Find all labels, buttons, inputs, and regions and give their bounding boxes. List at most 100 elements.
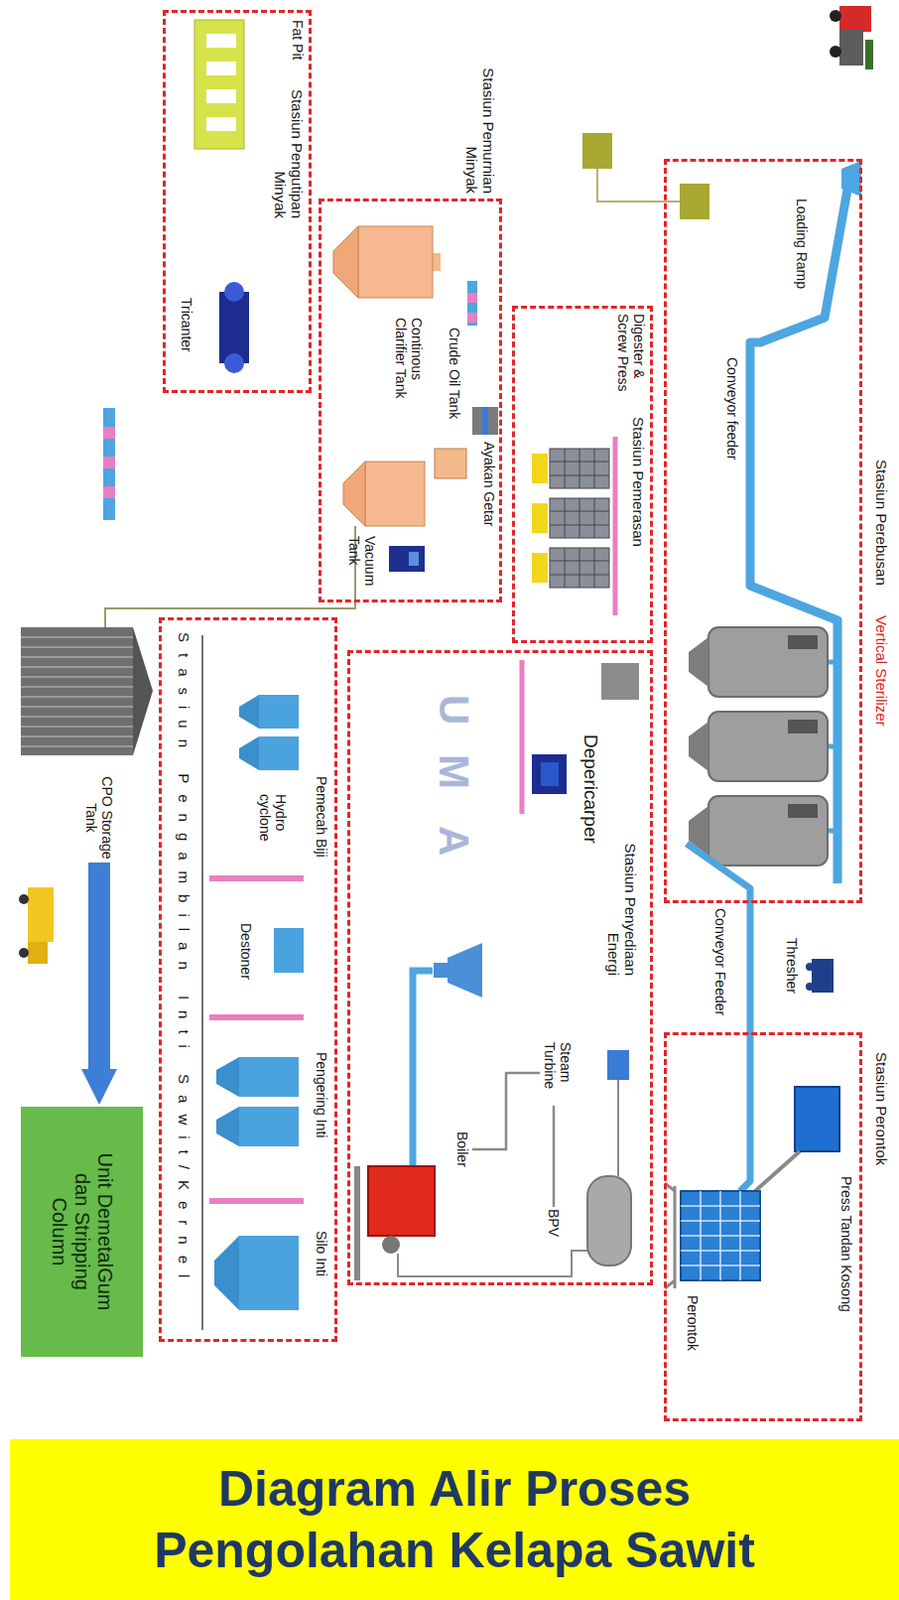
watermark-letter: M: [429, 754, 478, 789]
equipment-label: Depericarper: [579, 734, 602, 844]
station-heading: Stasiun Penyediaan Energi: [605, 826, 641, 976]
illustration-part: [839, 5, 872, 32]
steam-pipe: [472, 1072, 540, 1150]
digester-press-units: [531, 448, 610, 588]
label-layer: UM A: [0, 0, 899, 1429]
illustration-part: [239, 1056, 299, 1097]
illustration-part: [239, 1235, 299, 1310]
equipment-name: Conveyor feeder: [724, 357, 741, 461]
pink-blue-conveyor: [467, 312, 478, 323]
equipment-name: Loading Ramp: [793, 198, 810, 289]
illustration-part: [343, 461, 366, 526]
equipment-name: Ayakan Getar: [481, 441, 498, 526]
illustration-part: [20, 637, 133, 747]
sterilizer-vessels: [688, 627, 834, 866]
boiler-burner: [382, 1235, 400, 1254]
illustration-part: [27, 941, 48, 964]
equipment-name: Crude Oil Tank: [446, 327, 463, 419]
boiler-base: [354, 1165, 361, 1281]
thresher-drum: [664, 1182, 761, 1288]
empty-bunch-conveyor: [755, 1151, 800, 1191]
clarifier-tank: [333, 226, 441, 298]
illustration-part: [708, 795, 828, 866]
equipment-label: Silo Inti: [313, 1230, 330, 1277]
illustration-part: [680, 1190, 761, 1281]
equipment-name: Thresher: [783, 937, 800, 994]
illustration-part: [708, 711, 828, 781]
illustration-part: [531, 503, 548, 533]
tanker-truck: [18, 887, 54, 964]
illustration-part: [103, 486, 116, 499]
equipment-label: Boiler: [454, 1131, 471, 1167]
station-region: Stasiun Pemurnian MinyakAyakan GetarCrud…: [318, 198, 503, 603]
equipment-label: Crude Oil Tank: [446, 327, 463, 419]
olive-unit: [679, 183, 710, 220]
boiler-icon: [368, 1165, 435, 1236]
equipment-name: Boiler: [454, 1131, 471, 1167]
equipment-label: Pengering Inti: [313, 1051, 330, 1138]
illustration-part: [18, 894, 29, 904]
equipment-label: CPO Storage Tank: [83, 774, 116, 861]
illustration-part: [103, 456, 116, 469]
illustration-part: [258, 736, 299, 771]
illustration-part: [258, 694, 299, 729]
illustration-part: [103, 426, 116, 439]
watermark-holder: A: [429, 825, 478, 856]
illustration-part: [829, 45, 842, 58]
illustration-part: [549, 498, 610, 538]
pink-conveyor: [519, 659, 525, 814]
equipment-name: Vacuum Tank: [346, 535, 379, 594]
steam-pipe: [617, 1079, 620, 1176]
illustration-part: [531, 552, 548, 583]
depericarper-unit: [540, 762, 559, 786]
illustration-part: [206, 117, 237, 131]
watermark-letter: A: [429, 825, 478, 856]
station-region: Stasiun Penyediaan EnergiDepericarperSte…: [347, 649, 653, 1285]
box-label: Unit DemetalGum dan Stripping Column: [47, 1144, 117, 1319]
equipment-name: Depericarper: [579, 734, 602, 844]
illustration-part: [549, 448, 610, 489]
crude-oil-tank: [434, 448, 467, 479]
steam-pipe: [552, 1105, 556, 1207]
equipment-label: Vacuum Tank: [346, 535, 379, 594]
illustration-part: [206, 89, 237, 104]
pink-conveyor: [613, 436, 619, 616]
illustration-part: [787, 719, 818, 734]
watermark-letter: U: [429, 694, 478, 725]
depericarper-unit: [531, 754, 567, 794]
illustration-part: [688, 721, 709, 771]
pink-blue-conveyor: [467, 280, 478, 326]
equipment-label: Steam Turbine: [541, 1041, 574, 1104]
illustration-part: [865, 39, 874, 70]
illustration-part: [432, 253, 441, 271]
equipment-label: Pemecah Biji: [313, 775, 330, 858]
station-heading: Stasiun Pemurnian Minyak: [463, 54, 499, 194]
base-line: [201, 635, 204, 1330]
watermark-holder: M: [429, 754, 478, 789]
illustration-part: [365, 461, 425, 526]
truck-icon: [829, 5, 874, 70]
illustration-part: [20, 627, 133, 756]
equipment-name: Vertical Sterilizer: [873, 615, 891, 727]
illustration-part: [18, 947, 29, 958]
equipment-name: Silo Inti: [313, 1230, 330, 1277]
equipment-label: Ayakan Getar: [481, 441, 498, 526]
destoner-unit: [273, 927, 304, 973]
station-heading: Stasiun Pemerasan: [630, 416, 647, 547]
equipment-label: Hydro cyclone: [256, 793, 289, 854]
pink-conveyor: [209, 878, 304, 1201]
equipment-name: Perontok: [684, 1294, 701, 1351]
equipment-label: Continous Clarifier Tank: [392, 317, 425, 417]
illustration-part: [787, 803, 818, 818]
station-region: Stasiun PemerasanDigester & Screw Press: [512, 305, 653, 643]
illustration-part: [549, 498, 610, 538]
illustration-part: [358, 226, 433, 298]
illustration-part: [224, 353, 245, 374]
process-box: Unit DemetalGum dan Stripping Column: [20, 1106, 143, 1357]
pink-blue-conveyor: [467, 292, 478, 303]
illustration-part: [549, 547, 610, 588]
kernel-dryer: [216, 1056, 299, 1147]
fuel-hopper: [433, 962, 448, 978]
illustration-part: [388, 545, 425, 572]
thresher-icon: [805, 958, 834, 993]
